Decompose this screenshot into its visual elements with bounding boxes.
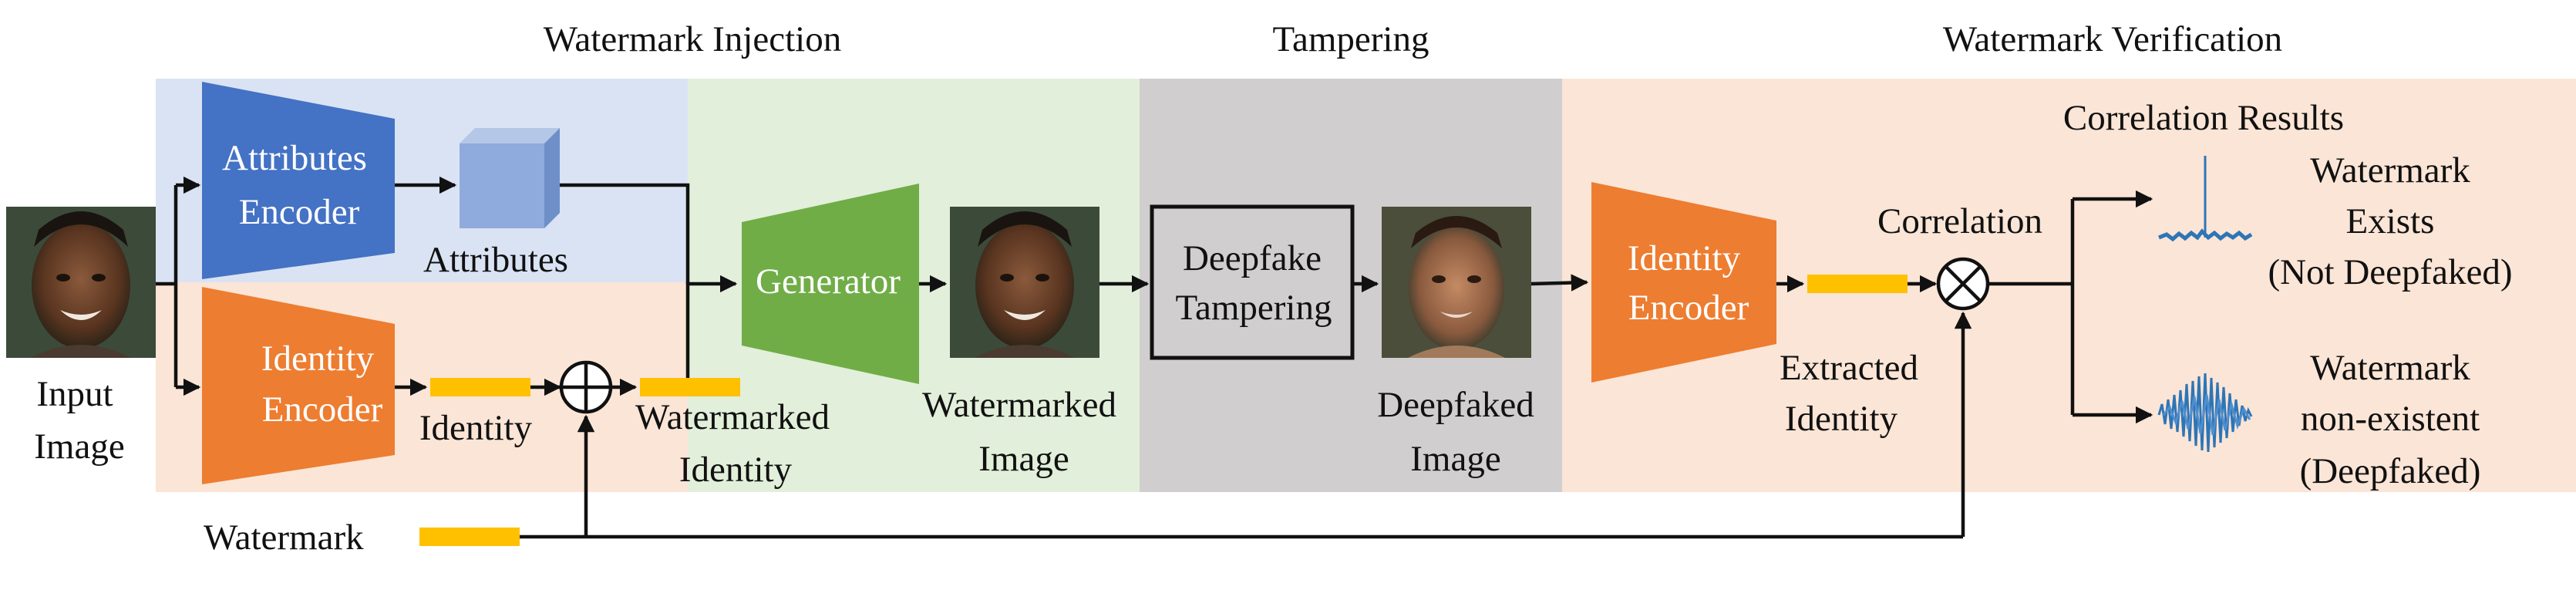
identity-encoder-label-line2: Encoder [262,389,383,430]
attributes-cube [460,128,560,228]
watermarked-identity-label-line1: Watermarked [635,397,830,437]
identity-encoder-label-line1: Identity [261,339,375,379]
correlation-label: Correlation [1877,201,2042,241]
input-split-line [156,185,178,387]
input-face-image [6,207,156,358]
deepfake-tampering-label-line2: Tampering [1176,288,1332,328]
attributes-encoder-label-line2: Encoder [239,192,360,232]
identity-bar [430,378,530,396]
deepfake-tampering-label-line1: Deepfake [1183,238,1322,278]
line-watermark-to-sum [520,416,1963,539]
attributes-label: Attributes [423,240,568,280]
verify-identity-encoder-label-line1: Identity [1628,238,1741,278]
result-nonexistent-line3: (Deepfaked) [2300,451,2481,491]
result-nonexistent-line1: Watermark [2310,348,2470,388]
deepfaked-image-label-line1: Deepfaked [1377,385,1534,425]
input-image-label-line2: Image [34,426,124,467]
extracted-identity-bar [1807,275,1908,293]
verify-identity-encoder-block [1591,182,1776,383]
input-image-label-line1: Input [36,374,113,414]
watermarked-identity-label-line2: Identity [679,450,793,490]
extracted-identity-label-line2: Identity [1785,399,1898,439]
deepfaked-image-label-line2: Image [1410,439,1500,479]
attributes-encoder-block [202,82,395,279]
identity-label: Identity [419,408,533,448]
section-title-verification: Watermark Verification [1943,19,2282,59]
correlation-plot-exists [2158,156,2253,242]
deepfaked-face-image [1382,207,1531,358]
line-correlation-to-results [1988,199,2075,415]
identity-encoder-block [202,287,395,484]
attributes-encoder-label-line1: Attributes [222,138,367,178]
watermark-bar [419,528,520,546]
arrow-to-verify-identity-encoder [1530,274,1589,292]
extracted-identity-label-line1: Extracted [1780,348,1918,388]
sum-operator-icon [559,360,613,414]
section-title-injection: Watermark Injection [544,19,841,59]
generator-block [742,184,919,384]
watermarked-image-label-line2: Image [978,439,1069,479]
correlation-operator-icon [1936,257,1990,311]
result-exists-line1: Watermark [2310,150,2470,190]
correlation-results-title: Correlation Results [2063,98,2344,138]
correlation-plot-nonexistent [2157,373,2253,453]
deepfake-tampering-box [1150,204,1355,360]
watermark-label: Watermark [204,518,364,558]
line-watermarked-identity-to-generator [685,275,738,378]
line-attributes-to-generator [560,183,690,284]
result-nonexistent-line2: non-existent [2301,399,2480,439]
result-exists-line2: Exists [2346,201,2435,241]
section-title-tampering: Tampering [1273,19,1429,59]
verify-identity-encoder-label-line2: Encoder [1628,288,1749,328]
generator-label: Generator [756,261,901,302]
watermarked-identity-bar [640,378,740,396]
result-exists-line3: (Not Deepfaked) [2268,252,2512,292]
watermarked-face-image [950,207,1099,358]
watermarked-image-label-line1: Watermarked [922,385,1116,425]
